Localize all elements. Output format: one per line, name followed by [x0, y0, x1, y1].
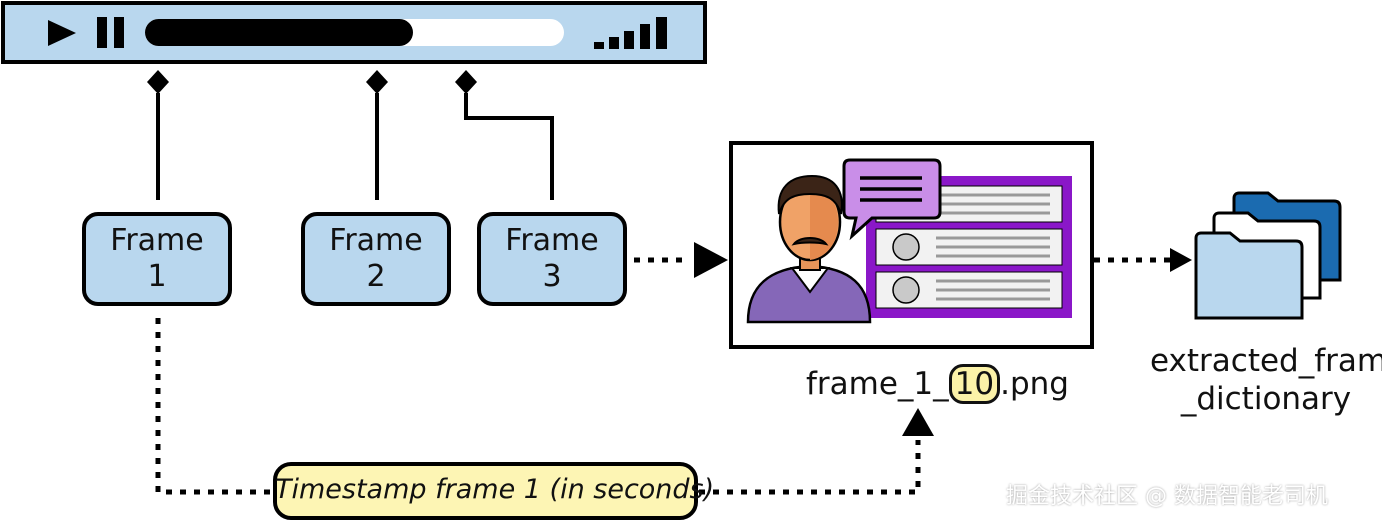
frame-1-number: 1	[147, 259, 167, 294]
frame-connectors	[156, 93, 554, 200]
play-icon[interactable]	[48, 20, 76, 46]
watermark: 掘金技术社区 @ 数据智能老司机	[1006, 484, 1328, 509]
timestamp-pill	[273, 462, 698, 520]
arrow-to-filename	[902, 408, 934, 436]
frame-3-title: Frame	[505, 223, 599, 258]
folder-label-line1: extracted_frames	[1150, 343, 1382, 379]
image-preview	[729, 141, 1094, 349]
connector-diamonds	[147, 70, 477, 94]
filename-suffix: .png	[1000, 366, 1069, 402]
frame-2-label: Frame 2	[303, 223, 449, 295]
frame-1-title: Frame	[110, 223, 204, 258]
frame-3-label: Frame 3	[479, 223, 625, 295]
timestamp-label: Timestamp frame 1 (in seconds)	[275, 474, 715, 505]
frame-box-1	[82, 212, 232, 306]
video-player	[1, 1, 707, 64]
arrow-to-folder	[1170, 248, 1192, 272]
dotted-arrows	[155, 257, 1170, 495]
person-icon	[746, 174, 872, 324]
chat-bubble-icon	[842, 158, 942, 241]
frame-1-label: Frame 1	[84, 223, 230, 295]
arrow-heads	[694, 242, 1192, 436]
progress-fill	[145, 19, 413, 46]
pause-icon[interactable]	[97, 17, 124, 48]
folder-stack-icon	[1194, 191, 1342, 320]
filename-highlight: 10	[948, 364, 1001, 404]
progress-bar[interactable]	[145, 19, 564, 46]
filename-prefix: frame_1_	[806, 366, 949, 402]
frame-box-3	[477, 212, 627, 306]
frame-3-number: 3	[542, 259, 562, 294]
frame-2-number: 2	[366, 259, 386, 294]
folder-label: extracted_frames _dictionary	[1150, 342, 1382, 418]
frame-2-title: Frame	[329, 223, 423, 258]
arrow-to-image	[694, 242, 728, 278]
frame-box-2	[301, 212, 451, 306]
volume-bars-icon[interactable]	[594, 17, 667, 49]
image-filename: frame_1_10.png	[806, 364, 1069, 404]
folder-label-line2: _dictionary	[1180, 381, 1352, 417]
